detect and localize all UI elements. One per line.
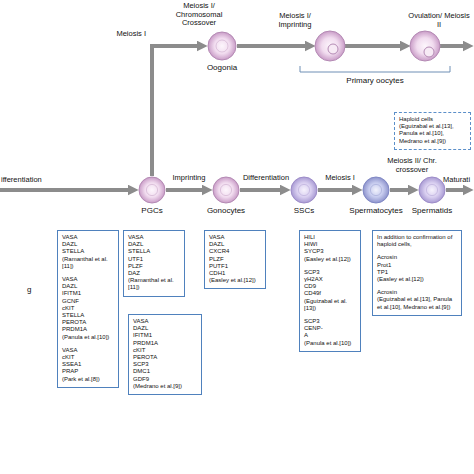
marker-list: SCP3 γH2AX CD9 CD49f	[304, 269, 323, 298]
cell-nucleus	[370, 184, 381, 195]
step-label: Meiosis I	[100, 30, 146, 39]
marker-list: VASA DAZL STELLA	[62, 234, 84, 256]
citation: (Eguizabal et al.[13], Panula et al.[10]…	[399, 123, 467, 145]
citation: (Medrano et al.[9])	[133, 383, 198, 390]
marker-list: Acrosin Prot1 TP1	[377, 254, 397, 276]
citation: (Panula et al.[10])	[62, 334, 115, 341]
cell-nucleus	[298, 184, 309, 195]
citation: (Eguizabal et al.[13])	[304, 298, 357, 312]
cell-body	[363, 177, 389, 203]
cell-outline	[362, 176, 390, 204]
stage-label: ifferentiation	[1, 176, 61, 185]
stage-label: Meiosis I/ Imprinting	[270, 12, 320, 29]
marker-list: VASA cKIT SSEA1 PRAP	[62, 347, 81, 376]
process-arrow	[237, 44, 309, 48]
citation: (Easley et al.[12])	[377, 276, 458, 283]
oocyte-nucleus	[328, 44, 338, 54]
marker-list: SCP3 CENP-A	[304, 318, 323, 340]
process-arrow	[166, 188, 206, 192]
marker-box: VASA DAZL STELLA UTF1 PLZF DAZ(Ramanthal…	[123, 230, 185, 297]
cell-body	[419, 177, 445, 203]
stage-label: g	[27, 286, 37, 295]
marker-box: In addition to confirmation of haploid c…	[372, 230, 462, 316]
marker-list: HILI HIWI SYCP3	[304, 234, 324, 256]
marker-box: HILI HIWI SYCP3(Easley et al.[12]) SCP3 γ…	[299, 230, 361, 352]
cell-body	[213, 177, 239, 203]
citation: (Panula et al.[10])	[304, 340, 357, 347]
stage-label: Meiosis I/ Chromosomal Crossover	[168, 2, 230, 28]
marker-list: VASA DAZL STELLA UTF1 PLZF DAZ	[128, 234, 150, 277]
citation: (Easley et al.[12])	[209, 277, 262, 284]
cell-body	[291, 177, 317, 203]
cell-name: Oogonia	[207, 63, 237, 72]
cell-circle: Oogonia	[207, 31, 237, 61]
marker-list: VASA DAZL IFITM1 GCNF cKIT STELLA PEROTA…	[62, 276, 87, 334]
citation: In addition to confirmation of haploid c…	[377, 234, 458, 248]
process-arrow	[390, 188, 412, 192]
cell-circle: PGCs	[138, 176, 166, 204]
stage-label: Maturati	[443, 176, 474, 185]
oocyte-circle	[410, 31, 440, 61]
cell-circle: Spermatids	[418, 176, 446, 204]
step-label: Imprinting	[167, 174, 211, 183]
citation: (Ramanthal et al.[11])	[128, 277, 181, 291]
cell-circle: Spermatocytes	[362, 176, 390, 204]
cell-outline	[138, 176, 166, 204]
cell-name: Gonocytes	[207, 206, 245, 215]
cell-name: SSCs	[294, 206, 314, 215]
process-arrow	[240, 188, 284, 192]
cell-nucleus	[220, 184, 231, 195]
cell-outline	[418, 176, 446, 204]
citation: (Ramanthal et al.[11])	[62, 256, 115, 270]
cell-circle: SSCs	[290, 176, 318, 204]
marker-box: VASA DAZL IFITM1 PRDM1A cKIT PEROTA SCP3…	[128, 314, 202, 395]
cell-nucleus	[146, 184, 157, 195]
marker-list: Acrosin	[377, 289, 397, 296]
step-label: Meiosis I	[318, 174, 362, 183]
citation: Haploid cells	[399, 116, 467, 123]
citation: (Eguizabal et al.[13], Panula et al.[10]…	[377, 296, 458, 310]
cell-outline	[290, 176, 318, 204]
step-label: Meiosis II/ Chr. crossover	[384, 157, 440, 174]
cell-name: PGCs	[141, 206, 162, 215]
process-arrow	[446, 188, 467, 192]
stage-label: Primary oocytes	[300, 77, 450, 86]
process-arrow	[152, 46, 201, 176]
process-arrow	[440, 44, 467, 48]
note-box: Haploid cells(Eguizabal et al.[13], Panu…	[394, 112, 471, 150]
cell-name: Spermatids	[412, 206, 452, 215]
marker-list: VASA DAZL CXCR4 PLZF PUTF1 CDH1	[209, 234, 229, 277]
stage-label: Ovulation/ Meiosis II	[408, 12, 470, 29]
cell-name: Spermatocytes	[349, 206, 402, 215]
citation: (Park et al.[8])	[62, 376, 115, 383]
cell-circle: Gonocytes	[212, 176, 240, 204]
process-arrow	[345, 44, 404, 48]
cell-outline	[207, 31, 237, 61]
cell-body	[208, 32, 236, 60]
group-bracket	[300, 66, 450, 72]
oocyte-circle	[315, 31, 345, 61]
cell-body	[139, 177, 165, 203]
marker-box: VASA DAZL STELLA(Ramanthal et al.[11]) VA…	[57, 230, 119, 388]
process-arrow	[318, 188, 356, 192]
cell-nucleus	[426, 184, 437, 195]
step-label: Differentiation	[238, 174, 294, 183]
marker-box: VASA DAZL CXCR4 PLZF PUTF1 CDH1(Easley e…	[204, 230, 266, 289]
cell-nucleus	[216, 40, 228, 52]
process-arrow	[0, 188, 132, 192]
citation: (Easley et al.[12])	[304, 256, 357, 263]
marker-list: VASA DAZL IFITM1 PRDM1A cKIT PEROTA SCP3…	[133, 318, 158, 383]
cell-outline	[212, 176, 240, 204]
oocyte-nucleus	[424, 47, 434, 57]
